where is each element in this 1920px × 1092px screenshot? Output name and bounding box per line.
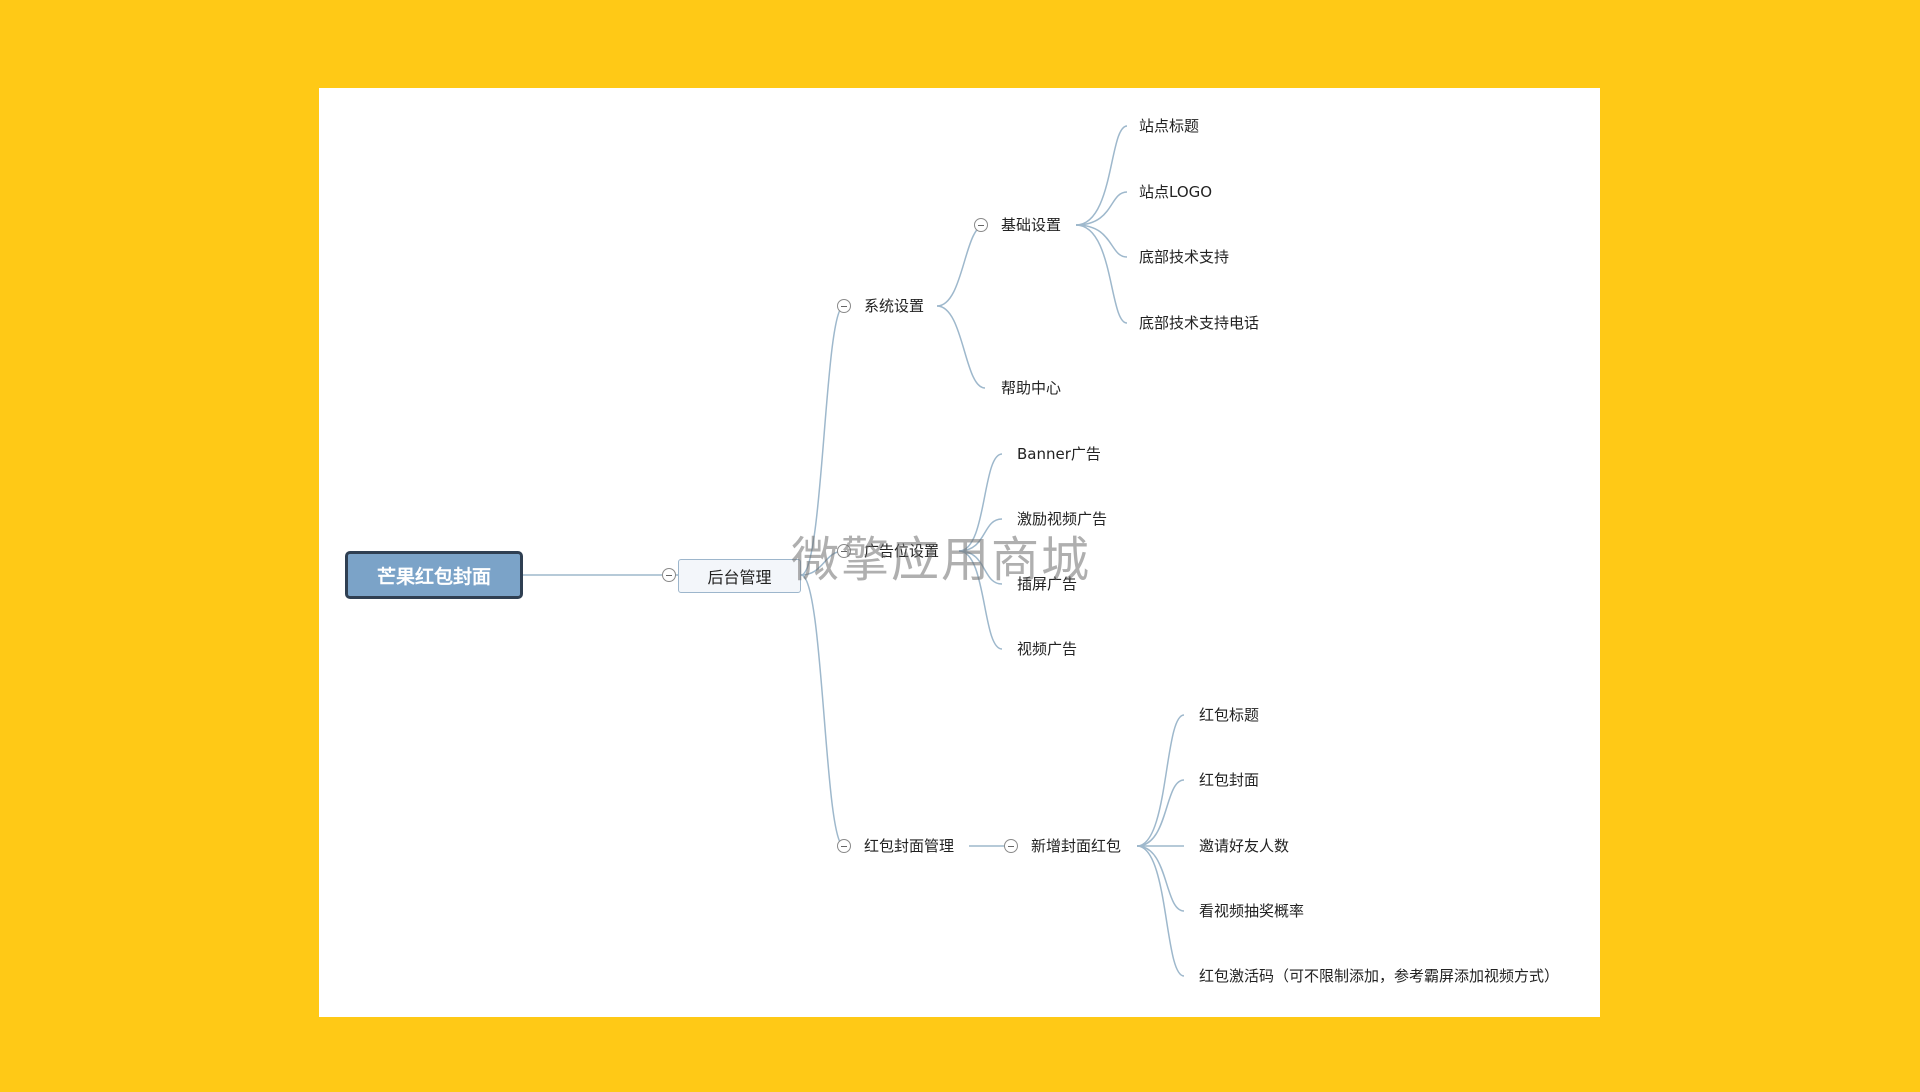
collapse-icon[interactable] [974,218,988,232]
root-node[interactable]: 芒果红包封面 [345,551,523,599]
node-redpacket-cover-management[interactable]: 红包封面管理 [864,837,955,855]
node-help-center[interactable]: 帮助中心 [1001,379,1062,397]
link-main-system [800,305,845,576]
node-video-ad[interactable]: 视频广告 [1017,640,1078,658]
link-add-4 [1136,845,1185,912]
link-main-redpacket [800,574,845,847]
node-video-lottery-probability[interactable]: 看视频抽奖概率 [1199,902,1305,920]
node-basic-settings[interactable]: 基础设置 [1001,216,1062,234]
link-basic-1 [1075,125,1128,226]
node-redpacket-title[interactable]: 红包标题 [1199,706,1260,724]
node-footer-support-phone[interactable]: 底部技术支持电话 [1139,314,1260,332]
node-invite-friends-count[interactable]: 邀请好友人数 [1199,837,1290,855]
node-ad-settings[interactable]: 广告位设置 [864,542,940,560]
link-ads-3 [958,550,1003,585]
link-basic-3 [1075,224,1128,258]
link-basic-2 [1075,191,1128,226]
node-interstitial-ad[interactable]: 插屏广告 [1017,575,1078,593]
link-add-5 [1136,845,1185,977]
link-ads-4 [958,550,1003,650]
link-system-basic [936,224,986,307]
link-basic-4 [1075,224,1128,324]
node-redpacket-activation-code[interactable]: 红包激活码（可不限制添加，参考霸屏添加视频方式） [1199,967,1560,985]
collapse-icon[interactable] [1004,839,1018,853]
root-node-label: 芒果红包封面 [376,565,491,588]
node-site-logo[interactable]: 站点LOGO [1139,183,1213,201]
collapse-icon[interactable] [837,299,851,313]
connector-lines [523,125,1185,977]
link-add-2 [1136,779,1185,847]
mindmap-canvas: 芒果红包封面 后台管理 系统设置 基础设置 站点标题 站点LOGO 底部技术支持… [319,88,1600,1017]
link-ads-2 [958,518,1003,552]
node-banner-ad[interactable]: Banner广告 [1017,445,1101,463]
node-add-cover-redpacket[interactable]: 新增封面红包 [1031,837,1122,855]
node-reward-video-ad[interactable]: 激励视频广告 [1017,510,1108,528]
node-redpacket-cover[interactable]: 红包封面 [1199,771,1260,789]
node-site-title[interactable]: 站点标题 [1139,117,1200,135]
collapse-icon[interactable] [837,544,851,558]
node-system-settings[interactable]: 系统设置 [864,297,925,315]
node-footer-support[interactable]: 底部技术支持 [1139,248,1230,266]
link-system-help [936,305,986,389]
main-node-label: 后台管理 [707,568,772,587]
main-node[interactable]: 后台管理 [678,559,801,593]
link-ads-1 [958,453,1003,552]
collapse-icon[interactable] [837,839,851,853]
link-add-1 [1136,714,1185,847]
collapse-icon[interactable] [662,568,676,582]
